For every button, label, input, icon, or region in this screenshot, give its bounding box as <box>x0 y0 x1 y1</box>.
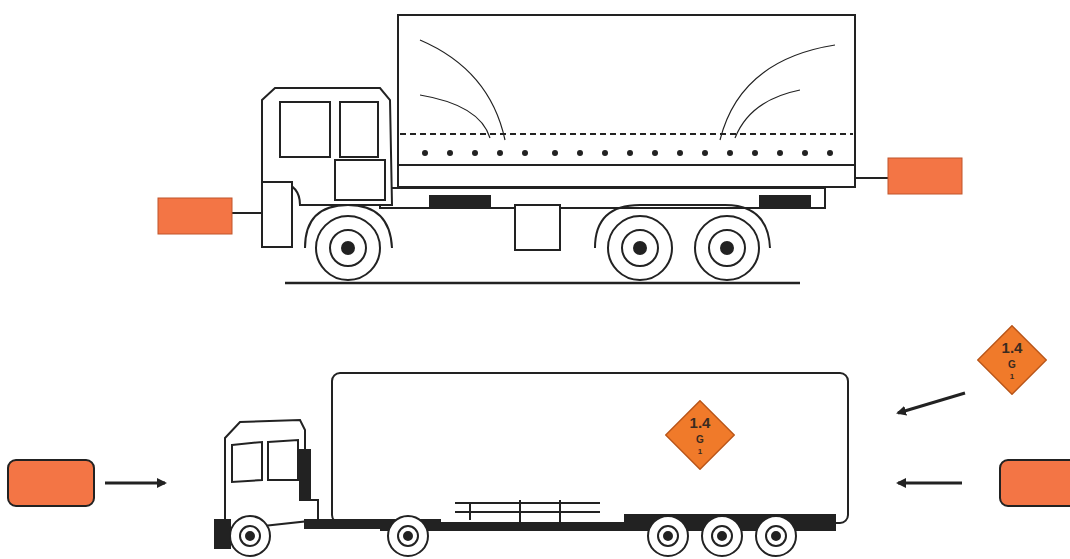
compatibility-group: G <box>977 360 1047 370</box>
hazard-placard: 1.4G 1 <box>665 400 735 470</box>
pointer-arrow <box>898 393 965 413</box>
fuel-tank <box>515 205 560 250</box>
orange-plate <box>158 198 232 234</box>
pointer-arrow <box>898 482 962 485</box>
tarp-folds <box>420 40 835 140</box>
tarp-eyelets <box>422 150 833 156</box>
tarp-dashed-line <box>400 133 853 135</box>
semi-trailer-truck <box>215 373 848 556</box>
plate-leader-line <box>855 177 888 179</box>
cab-window <box>232 442 262 482</box>
cab-door <box>335 160 385 200</box>
wheel-set <box>230 516 796 556</box>
cab-window <box>268 440 298 480</box>
placard-diamond <box>978 326 1047 395</box>
wheel-set <box>305 205 770 280</box>
cab-window <box>340 102 378 157</box>
cab-window <box>280 102 330 157</box>
trailer-box <box>332 373 848 523</box>
orange-plate <box>888 158 962 194</box>
orange-plate <box>1000 460 1070 506</box>
pointer-arrow <box>105 482 165 485</box>
rigid-truck <box>232 15 888 283</box>
orange-plate <box>8 460 94 506</box>
chassis-part <box>760 196 810 206</box>
chassis-part <box>430 196 490 206</box>
division-number: 1.4 <box>665 415 735 430</box>
division-number: 1.4 <box>977 340 1047 355</box>
landing-gear <box>455 500 600 522</box>
exhaust-stack <box>300 450 310 500</box>
class-number: 1 <box>977 373 1047 381</box>
chassis <box>380 188 825 208</box>
compatibility-group: G <box>665 435 735 445</box>
ground-line <box>285 282 800 285</box>
plate-leader-line <box>232 212 262 214</box>
tractor-cab <box>225 420 318 530</box>
front-bumper <box>215 520 230 548</box>
class-number: 1 <box>665 448 735 456</box>
front-bumper <box>262 182 292 247</box>
load-bed <box>398 165 855 187</box>
placard-diamond <box>666 401 735 470</box>
hazard-placard: 1.4G 1 <box>977 325 1047 395</box>
tarpaulin-body <box>398 15 855 165</box>
